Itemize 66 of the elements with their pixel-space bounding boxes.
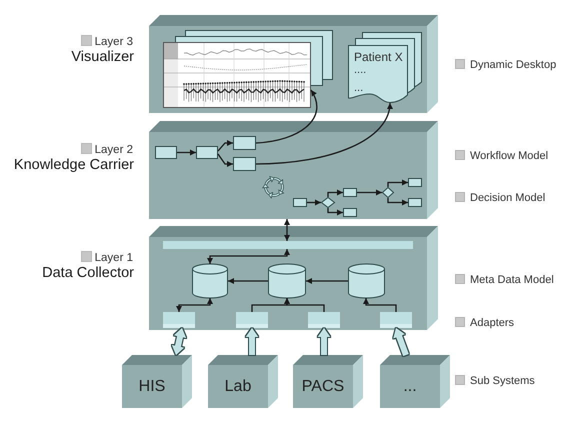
side-label: Sub Systems [470, 375, 535, 387]
layer-title: Knowledge Carrier [14, 157, 134, 174]
document-text: ... [354, 81, 364, 95]
system-name: Lab [224, 378, 252, 396]
side-label: Meta Data Model [470, 274, 554, 286]
process-box [293, 198, 307, 207]
arrow [284, 298, 325, 312]
layer-number: Layer 1 [94, 252, 133, 264]
arrow [357, 190, 382, 196]
process-box [233, 157, 256, 171]
arrow [307, 200, 321, 206]
arrow [256, 90, 318, 144]
system-block [208, 355, 278, 408]
arrow [176, 298, 213, 312]
arrow [387, 198, 408, 206]
system-name: PACS [302, 378, 344, 396]
adapter-block [236, 312, 268, 328]
arrow [256, 102, 392, 165]
block-arrow [393, 328, 409, 356]
database-cylinder [348, 264, 385, 298]
arrow [284, 219, 290, 241]
process-box [196, 146, 218, 159]
arrow [363, 298, 397, 312]
system-block [380, 355, 450, 408]
adapter-block [380, 312, 412, 328]
arrow [218, 140, 233, 152]
block-arrow [318, 328, 330, 355]
process-box [343, 188, 357, 197]
layer-number: Layer 2 [94, 144, 133, 156]
arrow [177, 150, 196, 156]
process-box [343, 208, 357, 217]
system-block [122, 355, 192, 408]
block-arrow [172, 328, 186, 355]
layer-number: Layer 3 [94, 36, 133, 48]
document-shape [348, 45, 408, 103]
document-text: .... [354, 63, 366, 77]
system-name: HIS [138, 378, 166, 396]
arrow [327, 190, 343, 197]
side-label: Workflow Model [470, 150, 548, 162]
arrow [306, 278, 348, 284]
system-name: ... [403, 378, 417, 396]
side-label: Dynamic Desktop [470, 59, 556, 71]
process-box [233, 136, 256, 150]
side-label: Decision Model [470, 192, 546, 204]
side-label: Adapters [470, 317, 514, 329]
block-arrow [246, 328, 258, 355]
document-title: Patient X [354, 50, 403, 64]
database-cylinder [192, 264, 228, 298]
arrow [217, 154, 233, 167]
decision-diamond [382, 187, 394, 198]
chart-picture [163, 42, 311, 108]
database-cylinder [268, 264, 306, 298]
decision-diamond [321, 197, 335, 208]
arrow [228, 278, 268, 284]
arrow [327, 208, 343, 216]
arrow [387, 180, 408, 187]
process-box [155, 146, 177, 159]
band [163, 241, 413, 249]
adapter-block [163, 312, 195, 328]
layer-title: Visualizer [71, 49, 134, 66]
process-box [408, 198, 422, 207]
adapter-block [308, 312, 340, 328]
layer-title: Data Collector [42, 265, 134, 282]
arrow [207, 249, 290, 264]
process-box [408, 178, 422, 187]
system-block [293, 355, 363, 408]
